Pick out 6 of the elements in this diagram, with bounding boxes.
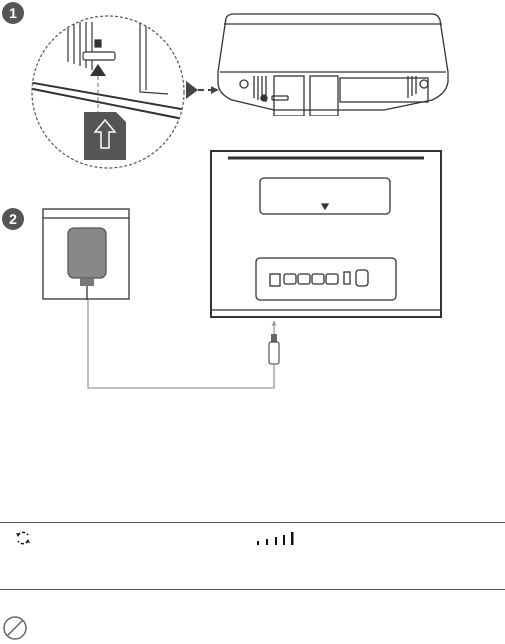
step-number: 2 <box>2 208 24 230</box>
step-number: 1 <box>2 2 24 24</box>
power-adapter-drawing <box>42 208 130 300</box>
arrow <box>198 86 219 94</box>
arrow <box>87 300 277 389</box>
router-back-drawing <box>210 150 442 320</box>
